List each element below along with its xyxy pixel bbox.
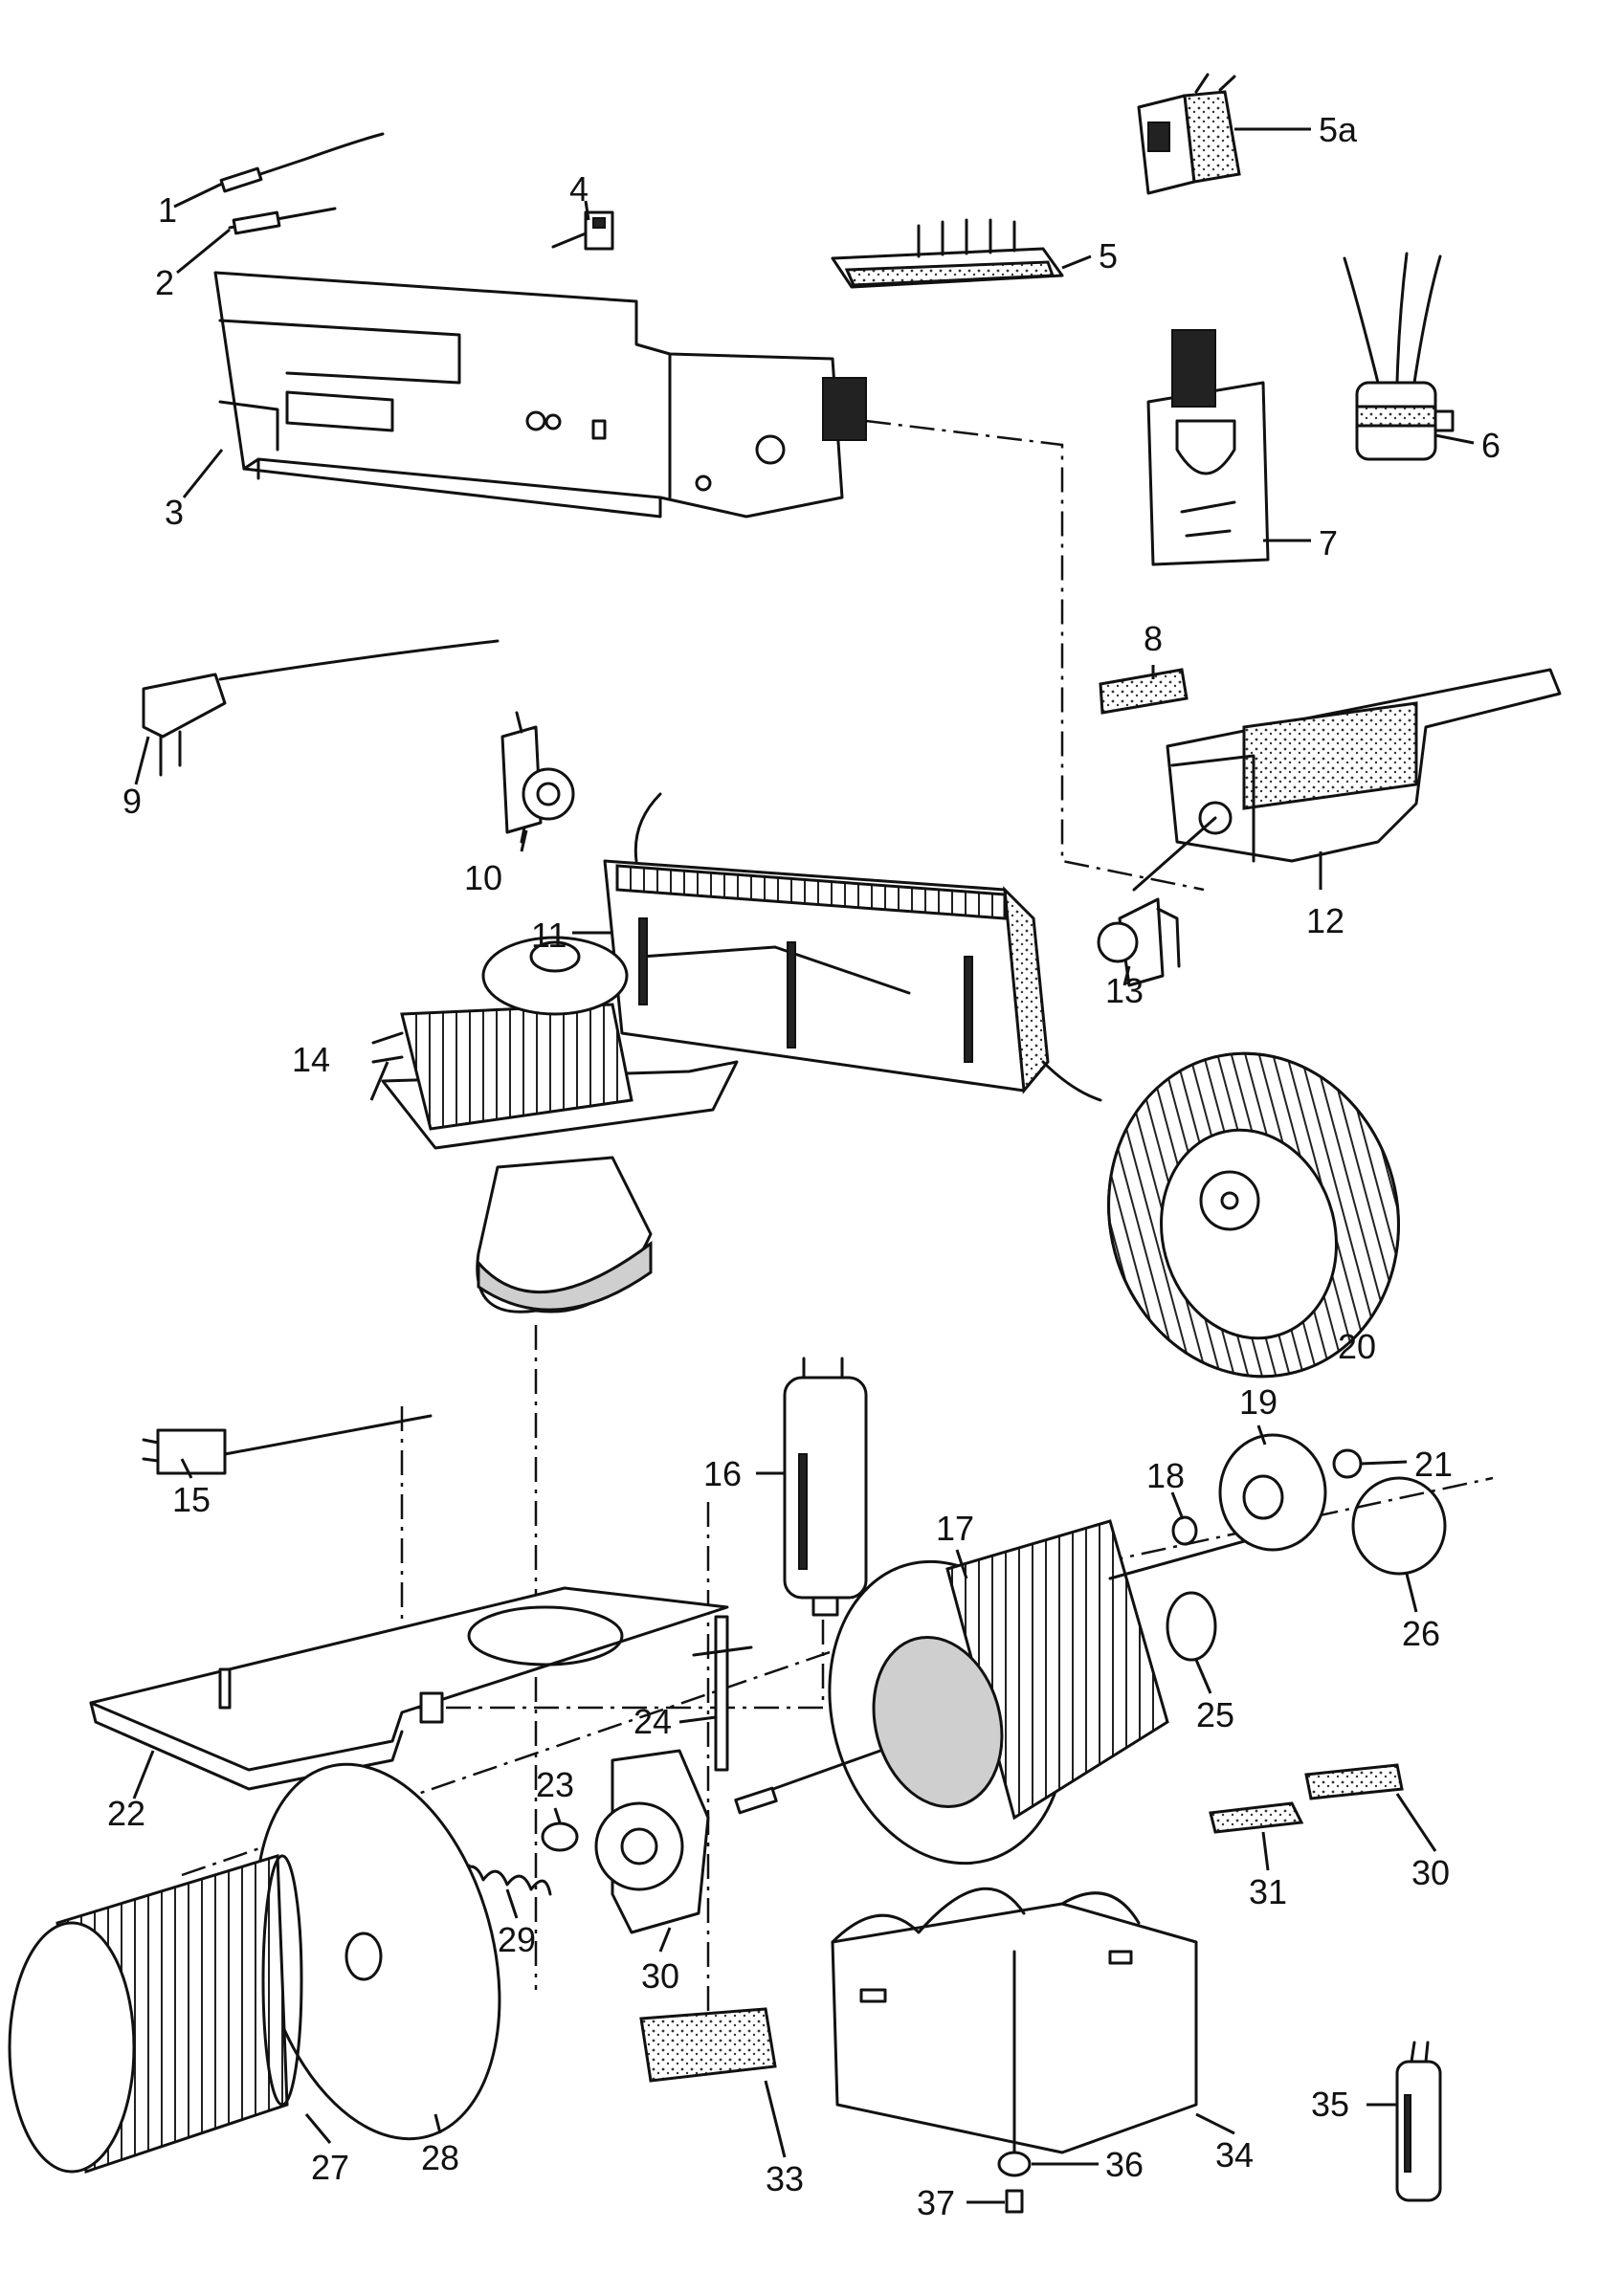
part-7-thermostat	[1146, 329, 1270, 566]
part-15-micro-switch	[142, 1414, 433, 1475]
part-35-capacitor	[1395, 2041, 1442, 2202]
part-23-nut	[541, 1821, 579, 1852]
leader-lines	[132, 127, 1475, 2204]
label-part-13: 13	[1105, 971, 1144, 1010]
part-20-blower-wheel	[1107, 1051, 1400, 1379]
label-part-5: 5	[1099, 236, 1118, 276]
part-1-wire-connector	[219, 132, 385, 193]
part-31-switch	[1209, 1801, 1304, 1834]
label-part-23: 23	[536, 1765, 574, 1804]
part-5-terminal-block	[831, 218, 1064, 289]
label-part-3: 3	[165, 493, 184, 532]
label-part-24: 24	[633, 1702, 672, 1741]
label-part-34: 34	[1215, 2135, 1254, 2175]
part-18-washer	[1171, 1515, 1198, 1546]
part-21-nut	[1332, 1448, 1363, 1479]
part-3-control-bracket	[213, 271, 867, 519]
label-part-30-switch: 30	[1411, 1853, 1450, 1892]
label-part-10: 10	[464, 858, 502, 897]
part-25-ring	[1166, 1591, 1217, 1662]
part-10-rotary-switch	[500, 711, 575, 844]
label-part-31: 31	[1249, 1872, 1287, 1911]
part-36-foot	[997, 2151, 1032, 2177]
part-11-heater-assembly	[603, 792, 1102, 1102]
label-part-35: 35	[1311, 2085, 1349, 2124]
part-12-timer-module	[1132, 668, 1562, 892]
part-37-pin	[1005, 2189, 1024, 2214]
label-part-22: 22	[107, 1794, 145, 1833]
part-9-power-cord	[142, 639, 500, 777]
part-5a-rocker-switch	[1137, 73, 1241, 195]
label-part-16: 16	[703, 1454, 742, 1493]
part-30-bearing-bracket	[594, 1749, 710, 1934]
label-part-9: 9	[122, 782, 142, 821]
label-part-36: 36	[1105, 2145, 1144, 2184]
label-part-1: 1	[158, 190, 177, 230]
label-part-30-bracket: 30	[641, 1956, 679, 1996]
label-part-21: 21	[1414, 1445, 1453, 1484]
part-6-capacitor	[1343, 252, 1455, 461]
label-part-28: 28	[421, 2138, 459, 2177]
label-part-26: 26	[1402, 1614, 1440, 1653]
label-part-19: 19	[1239, 1382, 1278, 1422]
part-14-fan-motor	[371, 936, 739, 1314]
part-26-belt	[1351, 1476, 1447, 1576]
label-part-11: 11	[531, 916, 567, 955]
label-part-25: 25	[1196, 1695, 1234, 1734]
part-27-drum-basket	[8, 1853, 303, 2175]
part-33-foam-block	[639, 2007, 777, 2083]
label-part-27: 27	[311, 2148, 349, 2187]
part-17-drive-motor	[734, 1519, 1284, 1866]
part-22-base-plate	[89, 1586, 729, 1791]
label-part-33: 33	[766, 2159, 804, 2198]
label-part-5a: 5a	[1319, 110, 1358, 149]
label-part-37: 37	[917, 2183, 955, 2222]
part-24-rod	[692, 1615, 753, 1772]
part-30-switch	[1304, 1763, 1404, 1800]
label-part-17: 17	[936, 1509, 974, 1548]
part-8-connector	[1099, 668, 1189, 715]
label-part-29: 29	[498, 1920, 536, 1959]
label-part-12: 12	[1306, 901, 1344, 940]
part-13-clip	[1097, 897, 1181, 987]
label-part-14: 14	[292, 1040, 330, 1079]
part-19-pulley	[1218, 1433, 1327, 1552]
part-34-motor-bracket	[831, 1887, 1198, 2154]
part-16-capacitor	[783, 1357, 868, 1617]
label-part-15: 15	[172, 1480, 211, 1519]
label-part-2: 2	[155, 263, 174, 302]
part-labels: 1 2 3 4 5 5a 6 7 8 9 10 11 12 13 14 15 1…	[107, 110, 1500, 2222]
part-4-switch	[551, 210, 614, 251]
label-part-4: 4	[569, 169, 589, 209]
label-part-20: 20	[1338, 1327, 1376, 1366]
part-2-terminal	[228, 207, 337, 235]
label-part-8: 8	[1144, 619, 1163, 658]
label-part-18: 18	[1146, 1456, 1185, 1495]
label-part-7: 7	[1319, 523, 1338, 563]
label-part-6: 6	[1481, 426, 1500, 465]
